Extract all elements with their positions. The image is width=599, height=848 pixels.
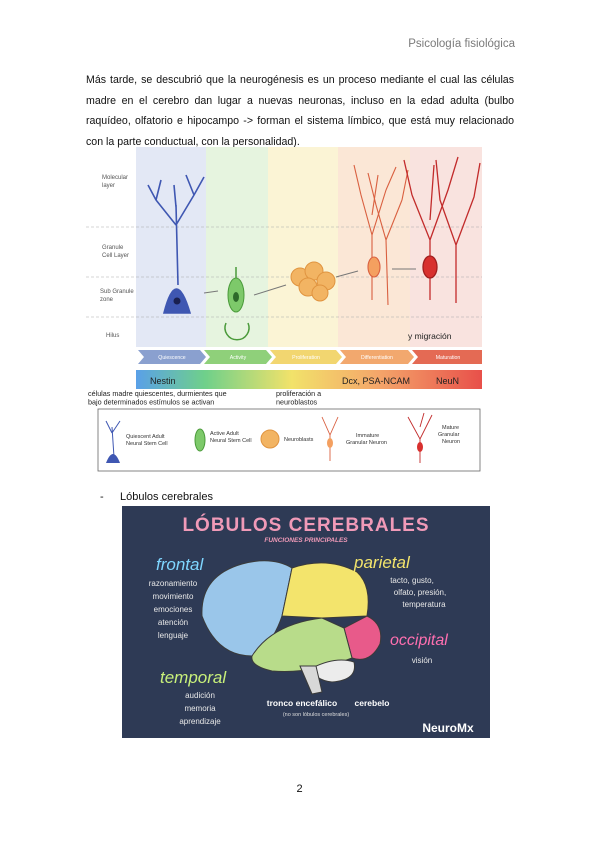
cerebellum-label: cerebelo — [355, 698, 390, 708]
legend-box — [97, 408, 481, 472]
brainstem-label: tronco encefálico — [267, 698, 337, 708]
svg-text:emociones: emociones — [154, 605, 193, 614]
temporal-name: temporal — [160, 668, 227, 687]
svg-text:olfato, presión,: olfato, presión, — [394, 588, 446, 597]
svg-text:temperatura: temperatura — [402, 600, 446, 609]
stage-activity: Activity — [230, 355, 247, 361]
stage-bar: Quiescence Activity Proliferation Differ… — [138, 350, 482, 364]
body-paragraph: Más tarde, se descubrió que la neurogéne… — [86, 74, 514, 148]
differentiation-column — [338, 147, 410, 347]
annotation-proliferation: proliferación a neuroblastos — [276, 389, 323, 407]
layer-label-hilus: Hilus — [106, 333, 119, 339]
page-number: 2 — [296, 783, 303, 795]
occipital-name: occipital — [390, 632, 448, 649]
marker-neun: NeuN — [436, 376, 459, 386]
temporal-functions: audición memoria aprendizaje — [179, 691, 221, 726]
activity-column — [206, 147, 268, 347]
occipital-function: visión — [412, 656, 432, 665]
brand-logo: NeuroMx — [422, 721, 474, 735]
mature-neurons — [403, 156, 481, 303]
stage-maturation: Maturation — [436, 355, 461, 361]
svg-text:razonamiento: razonamiento — [149, 579, 198, 588]
immature-neurons — [353, 164, 409, 306]
proliferation-column — [268, 147, 338, 347]
stage-proliferation: Proliferation — [292, 355, 320, 361]
occipital-lobe — [343, 615, 382, 660]
brain-illustration — [201, 560, 382, 695]
migration-label: y migración — [408, 331, 452, 341]
maturation-column — [410, 147, 482, 347]
brain-lobes-figure: LÓBULOS CEREBRALES FUNCIONES PRINCIPALES… — [122, 506, 490, 738]
svg-text:atención: atención — [158, 618, 188, 627]
svg-text:audición: audición — [185, 691, 215, 700]
brainstem — [299, 665, 323, 695]
neuroblast-cluster — [290, 261, 336, 302]
svg-text:lenguaje: lenguaje — [158, 631, 189, 640]
annotation-quiescent: células madre quiescentes, durmientes qu… — [88, 389, 229, 407]
stage-differentiation: Differentiation — [361, 355, 393, 361]
svg-text:aprendizaje: aprendizaje — [179, 717, 221, 726]
frontal-functions: razonamiento movimiento emociones atenci… — [149, 579, 198, 640]
quiescent-cell — [147, 174, 205, 314]
lobes-title: LÓBULOS CEREBRALES — [182, 514, 429, 536]
svg-text:memoria: memoria — [184, 704, 216, 713]
marker-dcx: Dcx, PSA-NCAM — [342, 376, 410, 386]
bullet-item: - Lóbulos cerebrales — [100, 491, 213, 503]
parietal-functions: tacto, gusto, olfato, presión, temperatu… — [390, 576, 446, 609]
marker-nestin: Nestin — [150, 376, 176, 386]
bullet-text: Lóbulos cerebrales — [120, 491, 213, 503]
progression-arrows — [203, 268, 416, 296]
lobes-subtitle: FUNCIONES PRINCIPALES — [264, 537, 348, 544]
parietal-name: parietal — [353, 553, 411, 572]
active-cell — [224, 267, 250, 341]
legend-neuroblasts: Neuroblasts — [284, 437, 314, 443]
marker-bar — [136, 370, 482, 389]
bullet-dash: - — [100, 491, 104, 503]
stage-quiescence: Quiescence — [158, 355, 186, 361]
svg-text:tacto, gusto,: tacto, gusto, — [390, 576, 434, 585]
svg-text:movimiento: movimiento — [153, 592, 194, 601]
lobes-note: (no son lóbulos cerebrales) — [283, 712, 350, 718]
frontal-name: frontal — [156, 555, 204, 574]
page-header: Psicología fisiológica — [408, 38, 515, 50]
